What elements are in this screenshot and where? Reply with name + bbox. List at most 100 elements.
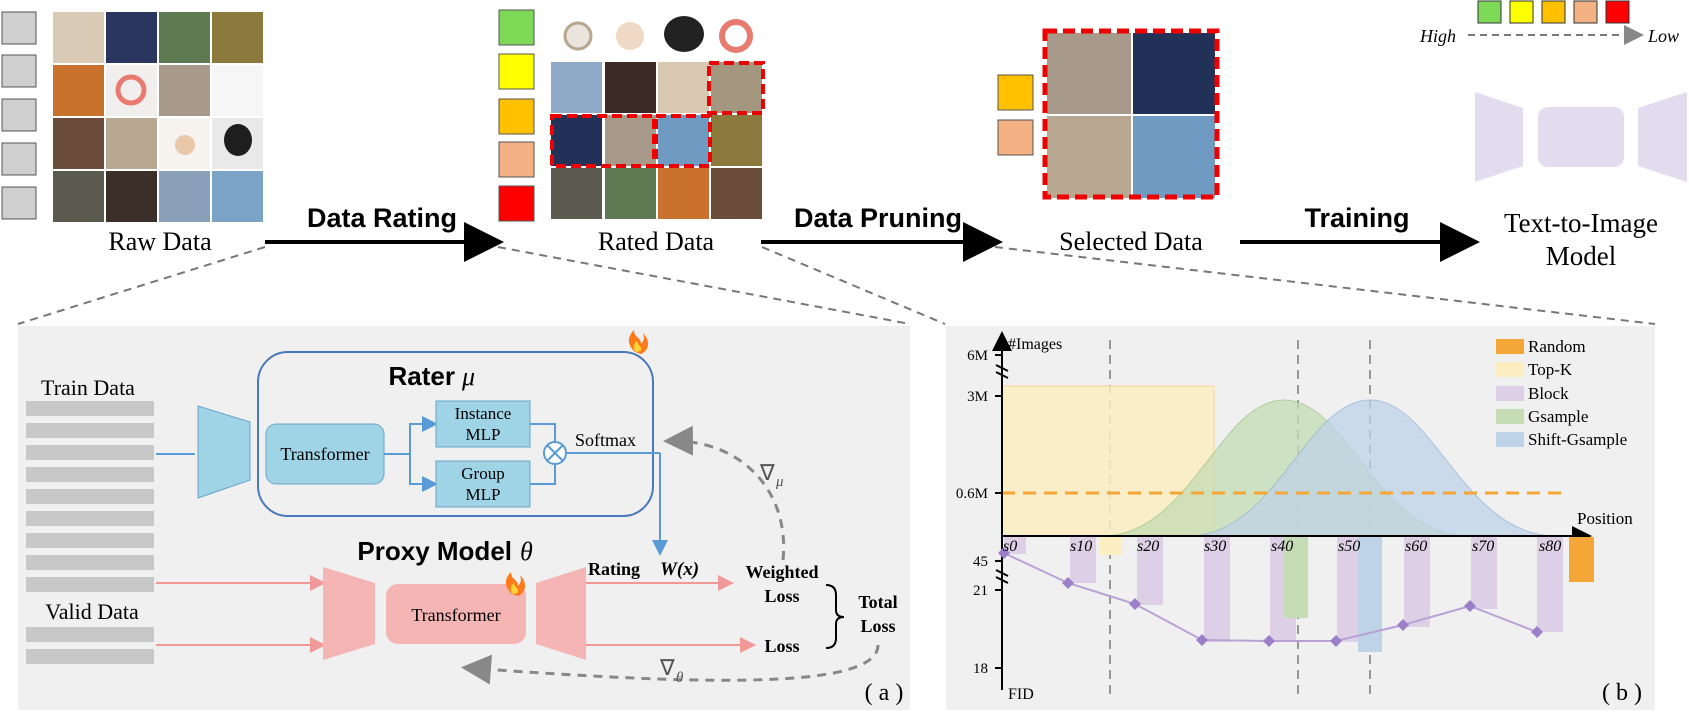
softmax-label: Softmax: [575, 430, 636, 450]
block-fid-markers: [998, 547, 1543, 647]
xtick-labels: s0 s10 s20 s30 s40 s50 s60 s70 s80: [1003, 538, 1561, 555]
ytick-3m: 3M: [967, 389, 988, 405]
xtick-s30: s30: [1204, 538, 1226, 555]
xtick-s0: s0: [1003, 538, 1017, 555]
grad-theta-arrow: [461, 644, 880, 685]
ytick-21: 21: [973, 583, 988, 599]
data-pruning-label: Data Pruning: [794, 203, 962, 233]
proxy-decoder-shape: [536, 567, 586, 660]
legend-topk: Top-K: [1528, 360, 1573, 379]
valid-data-label: Valid Data: [45, 599, 139, 624]
random-bar: [1569, 537, 1594, 582]
proxy-model-symbol: θ: [520, 537, 533, 566]
rated-data-image-grid: [550, 16, 765, 219]
scale-low-label: Low: [1647, 26, 1679, 46]
raw-data-image-grid: [53, 12, 263, 222]
total-loss-brace: [825, 584, 845, 649]
panel-b-ylabel-bottom: FID: [1008, 686, 1034, 703]
proxy-flame-icon: [505, 572, 526, 596]
rater-title: Rater: [389, 361, 455, 391]
block-bar: [1137, 537, 1163, 605]
xtick-s40: s40: [1271, 538, 1293, 555]
ytick-6m: 6M: [967, 348, 988, 364]
grad-theta-subscript: θ: [676, 670, 684, 686]
valid-data-bars: [26, 627, 154, 664]
fid-bars: [1004, 537, 1594, 652]
ytick-18: 18: [973, 661, 988, 677]
rater-box: [257, 351, 654, 517]
shift-gsample-area: [1187, 399, 1557, 537]
panel-b-label: ( b ): [1602, 680, 1642, 706]
rating-scale-legend: [1468, 0, 1644, 45]
grad-theta-symbol: ∇: [659, 655, 675, 680]
selected-data-image-grid: [1042, 28, 1220, 200]
proxy-model-title: Proxy Model: [357, 536, 512, 566]
block-bar: [1070, 537, 1096, 583]
panel-b-xlabel: Position: [1577, 509, 1633, 528]
total-loss-label-1: Total: [858, 592, 897, 612]
block-bar: [1471, 537, 1497, 609]
scale-high-label: High: [1419, 26, 1456, 46]
model-label-line1: Text-to-Image: [1504, 208, 1658, 238]
raw-data-label: Raw Data: [108, 227, 212, 256]
grad-mu-symbol: ∇: [759, 460, 775, 485]
xtick-s80: s80: [1539, 538, 1561, 555]
grad-mu-arrow: [663, 425, 786, 561]
rater-symbol: μ: [461, 362, 475, 391]
rater-encoder-shape: [197, 405, 251, 499]
legend-swatch-topk: [1496, 362, 1524, 377]
selected-data-rating-squares: [997, 74, 1034, 156]
xtick-s60: s60: [1405, 538, 1427, 555]
topk-bar: [1100, 537, 1122, 555]
proxy-input-arrows: [156, 575, 756, 653]
panel-b-legend: Random Top-K Block Gsample Shift-Gsample: [1496, 337, 1627, 449]
gsample-bar: [1284, 537, 1308, 618]
legend-swatch-gsample: [1496, 409, 1524, 424]
proxy-transformer-box: [386, 584, 526, 644]
rated-data-label: Rated Data: [598, 227, 715, 256]
block-bar: [1404, 537, 1430, 627]
legend-gsample: Gsample: [1528, 407, 1588, 426]
ytick-45: 45: [973, 554, 988, 570]
raw-data-rating-placeholders: [1, 11, 37, 220]
xtick-s20: s20: [1137, 538, 1159, 555]
proxy-encoder-shape: [323, 567, 375, 660]
xtick-s70: s70: [1472, 538, 1494, 555]
group-mlp-box: [435, 460, 531, 508]
instance-mlp-box: [435, 400, 531, 448]
grad-mu-subscript: μ: [775, 474, 784, 490]
text-to-image-model-shape: [1475, 92, 1687, 182]
legend-shift-gsample: Shift-Gsample: [1528, 430, 1627, 449]
legend-swatch-block: [1496, 386, 1524, 401]
training-label: Training: [1304, 203, 1409, 233]
xtick-s50: s50: [1338, 538, 1360, 555]
total-loss-label-2: Loss: [860, 616, 895, 636]
block-bar: [1004, 537, 1026, 554]
block-bar: [1537, 537, 1563, 632]
loss-label: Loss: [764, 636, 799, 656]
model-label-line2: Model: [1546, 241, 1617, 271]
xtick-s10: s10: [1070, 538, 1092, 555]
group-mlp-label-2: MLP: [466, 485, 501, 504]
group-mlp-label-1: Group: [461, 464, 504, 483]
weighted-loss-label-1: Weighted: [745, 562, 818, 582]
train-data-label: Train Data: [41, 375, 135, 400]
rater-internal-arrows: [384, 416, 668, 556]
legend-block: Block: [1528, 384, 1569, 403]
rater-transformer-label: Transformer: [280, 444, 369, 464]
data-rating-label: Data Rating: [307, 203, 457, 233]
legend-swatch-random: [1496, 339, 1524, 354]
selected-data-label: Selected Data: [1059, 227, 1203, 256]
rating-function: W(x): [660, 559, 699, 580]
instance-mlp-label-1: Instance: [455, 404, 512, 423]
rating-label: Rating: [588, 559, 640, 579]
train-data-bars: [26, 401, 154, 592]
flame-icon: [628, 330, 649, 354]
zoom-connectors: [17, 246, 1656, 325]
weighted-loss-label-2: Loss: [764, 586, 799, 606]
panel-a-label: ( a ): [865, 680, 904, 706]
legend-random: Random: [1528, 337, 1586, 356]
block-bar: [1204, 537, 1230, 642]
rated-data-rating-squares: [498, 9, 535, 222]
